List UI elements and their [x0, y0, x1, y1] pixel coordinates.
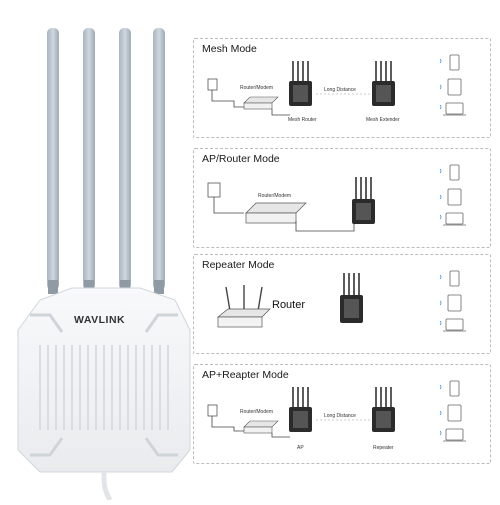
ap-repeater-mode-title: AP+Reapter Mode — [202, 369, 289, 381]
ap-repeater-mode-panel: AP+Reapter Mode — [193, 364, 491, 464]
repeater-mode-panel: Repeater Mode Router — [193, 254, 491, 354]
mesh-mode-title: Mesh Mode — [202, 43, 257, 55]
mesh-mode-diagram — [207, 54, 466, 116]
modem-label: Router/Modem — [240, 85, 274, 91]
mesh-extender-label: Mesh Extender — [366, 117, 400, 123]
repeater-icon — [340, 273, 363, 323]
repeater-mode-title: Repeater Mode — [202, 259, 275, 271]
modem-label: Router/Modem — [258, 193, 292, 199]
vent-ridges — [39, 345, 169, 430]
wifi-router-icon — [217, 285, 271, 328]
ap-router-mode-diagram — [207, 164, 466, 232]
mesh-mode-panel: Mesh Mode — [193, 38, 491, 138]
repeater-mode-diagram — [217, 270, 466, 332]
ap-router-icon — [352, 177, 375, 224]
ap-repeater-mode-diagram — [207, 380, 466, 442]
router-label: Router — [272, 299, 306, 311]
mesh-router-label: Mesh Router — [288, 117, 317, 123]
distance-label: Long Distance — [324, 87, 356, 93]
product-image: WAVLINK — [0, 0, 200, 502]
ap-icon — [289, 387, 312, 432]
modem-label: Router/Modem — [240, 409, 274, 415]
brand-logo: WAVLINK — [74, 314, 126, 326]
mesh-router-icon — [289, 61, 312, 106]
distance-label: Long Distance — [324, 413, 356, 419]
outdoor-router-illustration — [17, 28, 191, 502]
ap-router-mode-panel: AP/Router Mode Router/Modem — [193, 148, 491, 248]
antenna-group — [47, 28, 165, 294]
repeater-label: Repeater — [373, 445, 394, 451]
mesh-extender-icon — [372, 61, 395, 106]
ap-router-mode-title: AP/Router Mode — [202, 153, 280, 165]
repeater-icon — [372, 387, 395, 432]
ap-label: AP — [297, 445, 304, 451]
client-devices — [443, 54, 466, 116]
